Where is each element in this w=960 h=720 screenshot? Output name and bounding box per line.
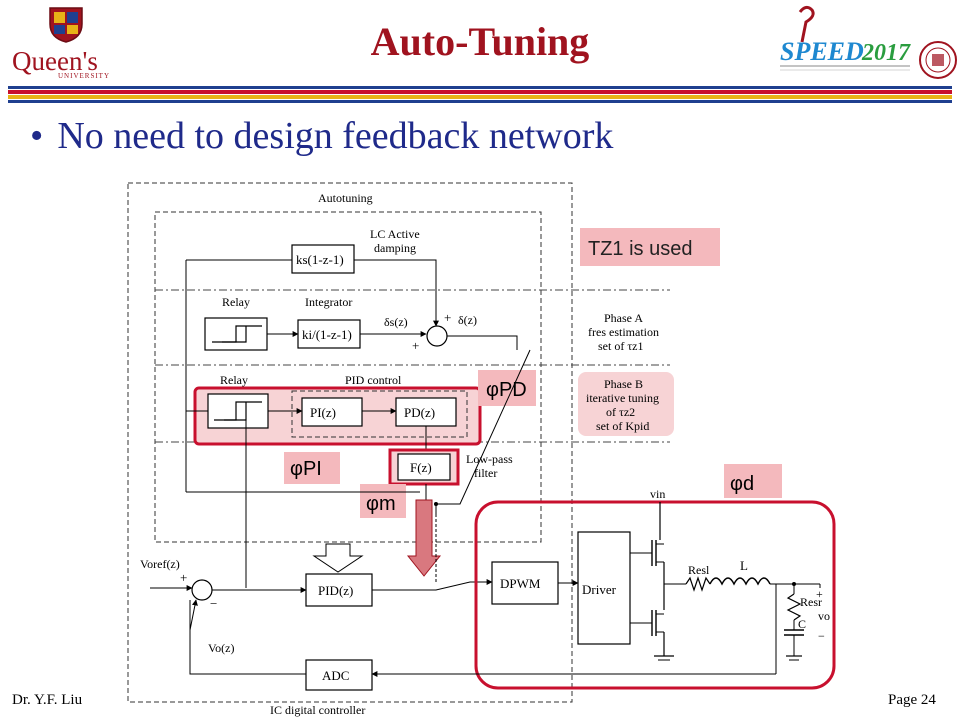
pid-control-label: PID control [345, 373, 402, 387]
phi-d-box [724, 464, 782, 498]
power-stage-highlight [474, 500, 836, 690]
relay-label-2: Relay [220, 373, 248, 387]
ks-block-text: ks(1-z-1) [296, 252, 344, 267]
c-label: C [798, 617, 806, 631]
f-block-text: F(z) [410, 460, 432, 475]
down-arrow-icon [406, 499, 442, 577]
pid-block [305, 573, 373, 607]
speed-year: 2017 [861, 40, 911, 66]
tz1-note: TZ1 is used [588, 238, 692, 260]
f-block [397, 453, 451, 481]
lc-damping-label2: damping [374, 241, 416, 255]
delta-s-label: δs(z) [384, 315, 408, 329]
dpwm-block-text: DPWM [500, 576, 541, 591]
phase-b-box [578, 372, 674, 436]
crest-icon [49, 7, 83, 43]
phi-m: φm [366, 493, 396, 515]
ic-label: IC digital controller [270, 703, 365, 717]
bullet-point: • No need to design feedback network [30, 114, 613, 158]
relay-label: Relay [222, 295, 250, 309]
driver-block-text: Driver [582, 582, 617, 597]
summing-junction-main [191, 579, 213, 601]
phi-pd: φPD [486, 379, 527, 401]
lpf-label-1: Low-pass [466, 452, 513, 466]
phi-d: φd [730, 473, 754, 495]
speed-logo-graphic: SPEED 2017 [780, 5, 957, 79]
lc-damping-label1: LC Active [370, 227, 420, 241]
phase-b-2: iterative tuning [586, 391, 659, 405]
pi-block [301, 397, 363, 427]
lpf-label-2: filter [474, 466, 497, 480]
phase-a-1: Phase A [604, 311, 643, 325]
minus-sign: − [210, 596, 217, 611]
vo-label: vo [818, 609, 830, 623]
integrator-label: Integrator [305, 295, 352, 309]
queens-wordmark: Queen's [12, 46, 98, 76]
inductor-icon [709, 577, 771, 586]
phi-m-box [360, 484, 406, 518]
pd-block [395, 397, 457, 427]
phase-a-3: set of τz1 [598, 339, 643, 353]
phi-pi-box [284, 452, 340, 484]
autotuning-label: Autotuning [318, 191, 373, 205]
adc-block-text: ADC [322, 668, 349, 683]
adc-block [305, 659, 373, 691]
queens-sub: UNIVERSITY [58, 72, 110, 80]
vo-z-label: Vo(z) [208, 641, 234, 655]
ks-block [291, 244, 355, 274]
bullet-dot-icon: • [30, 115, 44, 157]
ki-block-text: ki/(1-z-1) [302, 327, 352, 342]
phase-a-2: fres estimation [588, 325, 659, 339]
tz1-note-box [580, 228, 720, 266]
phi-pi: φPI [290, 458, 322, 480]
vin-label: vin [650, 487, 665, 501]
plus-sign-d: + [816, 587, 823, 601]
vref-label: Voref(z) [140, 557, 180, 571]
queens-logo: Queen's UNIVERSITY [12, 6, 122, 80]
header-stripes [8, 86, 952, 103]
phase-b-1: Phase B [604, 377, 643, 391]
ki-block [297, 319, 361, 349]
resl-resistor-icon [685, 576, 711, 592]
resr-label: Resr [800, 595, 822, 609]
speed-logo: SPEED 2017 [780, 2, 960, 92]
resl-label: Resl [688, 563, 710, 577]
bullet-text: No need to design feedback network [57, 115, 614, 157]
pi-block-text: PI(z) [310, 405, 336, 420]
page-title: Auto-Tuning [370, 19, 590, 64]
delta-label: δ(z) [458, 313, 477, 327]
ic-controller-boundary [127, 182, 573, 703]
autotuning-boundary [154, 211, 542, 543]
pd-block-text: PD(z) [404, 405, 435, 420]
minus-sign-b: − [818, 629, 825, 643]
dpwm-block [491, 561, 559, 605]
relay-block-2 [207, 393, 269, 429]
plus-sign-a: + [444, 310, 451, 325]
slide-header: Queen's UNIVERSITY Auto-Tuning SPEED 201… [0, 0, 960, 110]
hollow-arrow-icon [312, 543, 364, 573]
footer-author: Dr. Y.F. Liu [12, 692, 83, 708]
summing-junction-top [426, 325, 448, 347]
footer-page: Page 24 [888, 692, 936, 708]
phase-b-3: of τz2 [606, 405, 635, 419]
l-label: L [740, 558, 748, 573]
plus-sign-c: + [180, 570, 187, 585]
phase-b-4: set of Kpid [596, 419, 649, 433]
speed-word: SPEED [780, 37, 864, 66]
pid-block-text: PID(z) [318, 583, 353, 598]
resr-resistor-icon [786, 593, 802, 621]
plus-sign-b: + [412, 338, 419, 353]
driver-block [577, 531, 631, 645]
